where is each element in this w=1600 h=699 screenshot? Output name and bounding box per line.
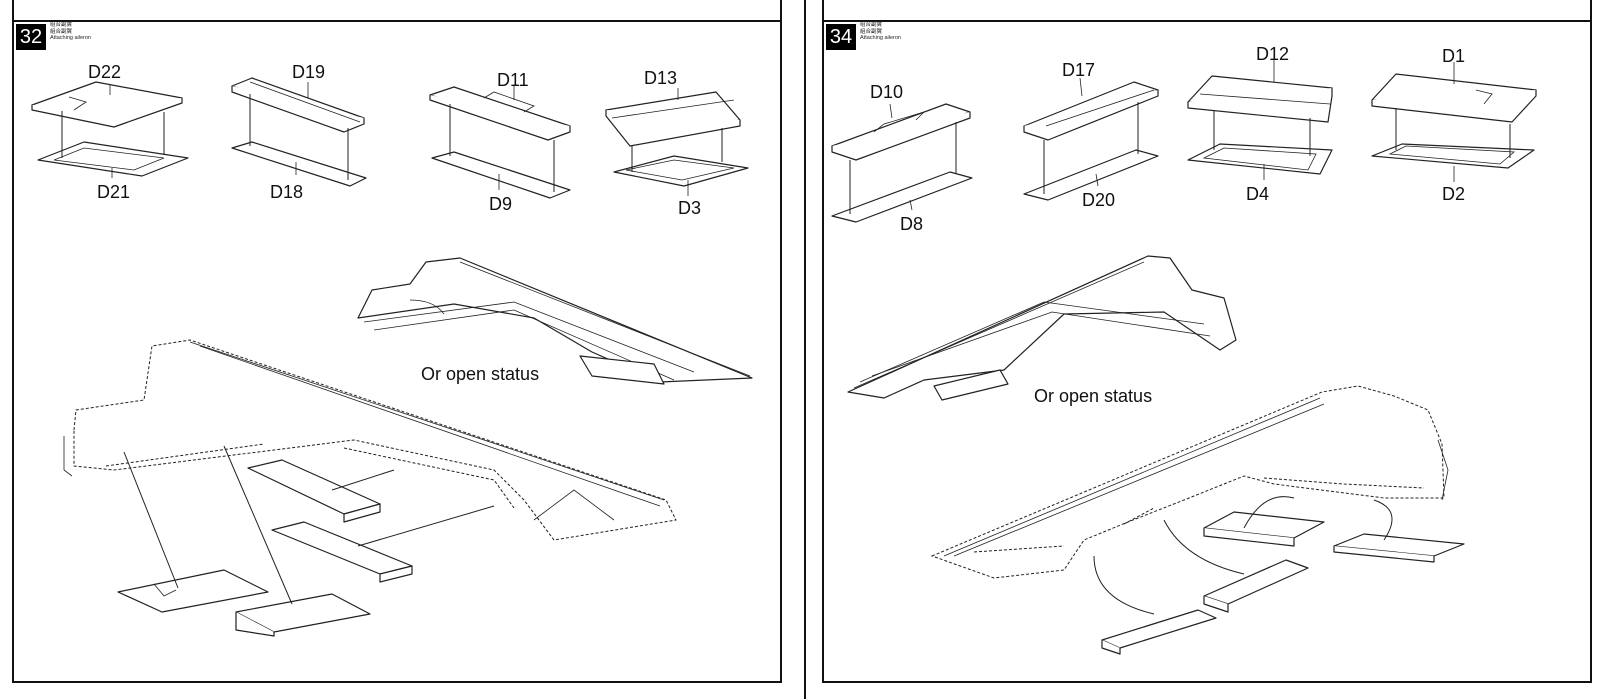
part-d13-d3-assembly: D13 D3 [605,68,749,218]
part-label-d11: D11 [497,70,529,90]
part-label-d17: D17 [1062,60,1095,80]
step-caption: 组合副翼 組合副翼 Attaching aileron [860,22,901,42]
part-label-d2: D2 [1442,184,1465,204]
part-label-d19: D19 [292,62,325,82]
part-label-d1: D1 [1442,46,1465,66]
step-caption-en: Attaching aileron [860,35,901,41]
step-caption-cjk-2: 組合副翼 [50,28,73,35]
step-caption-en: Attaching aileron [50,35,91,41]
part-label-d3: D3 [678,198,701,218]
panel-header-line [824,20,1590,22]
part-d12-d4-assembly: D12 D4 [1187,44,1333,204]
open-status-note: Or open status [1034,386,1152,406]
step-caption-cjk-2: 組合副翼 [860,28,883,35]
part-label-d22: D22 [88,62,121,82]
step-caption: 组合副翼 組合副翼 Attaching aileron [50,22,91,42]
part-d11-d9-assembly: D11 D9 [429,70,571,214]
part-label-d4: D4 [1246,184,1269,204]
part-label-d10: D10 [870,82,903,102]
part-label-d8: D8 [900,214,923,234]
step-32-illustration: D22 D21 D19 D18 D11 D9 [31,62,753,637]
part-label-d20: D20 [1082,190,1115,210]
part-label-d13: D13 [644,68,677,88]
step-32-panel: 32 组合副翼 組合副翼 Attaching aileron D22 D21 [12,0,782,683]
open-status-wing-view: Or open status [847,255,1237,406]
part-d17-d20-assembly: D17 D20 [1023,60,1159,210]
part-label-d12: D12 [1256,44,1289,64]
part-label-d21: D21 [97,182,130,202]
open-status-wing-view: Or open status [357,257,753,385]
open-status-note: Or open status [421,364,539,384]
part-d1-d2-assembly: D1 D2 [1371,46,1537,204]
part-label-d18: D18 [270,182,303,202]
main-wing-view [930,385,1465,655]
step-caption-cjk-1: 组合副翼 [50,22,73,28]
panel-header-line [14,20,780,22]
step-34-illustration: D10 D8 D17 D20 D12 D4 [831,44,1537,655]
part-d22-d21-assembly: D22 D21 [31,62,189,202]
step-34-panel: 34 组合副翼 組合副翼 Attaching aileron D10 D8 [822,0,1592,683]
part-label-d9: D9 [489,194,512,214]
step-number-badge: 34 [826,24,856,50]
step-number-badge: 32 [16,24,46,50]
part-d19-d18-assembly: D19 D18 [231,62,367,202]
step-caption-cjk-1: 组合副翼 [860,22,883,28]
page-divider [804,0,806,699]
part-d10-d8-assembly: D10 D8 [831,82,973,234]
main-wing-view [63,339,677,637]
